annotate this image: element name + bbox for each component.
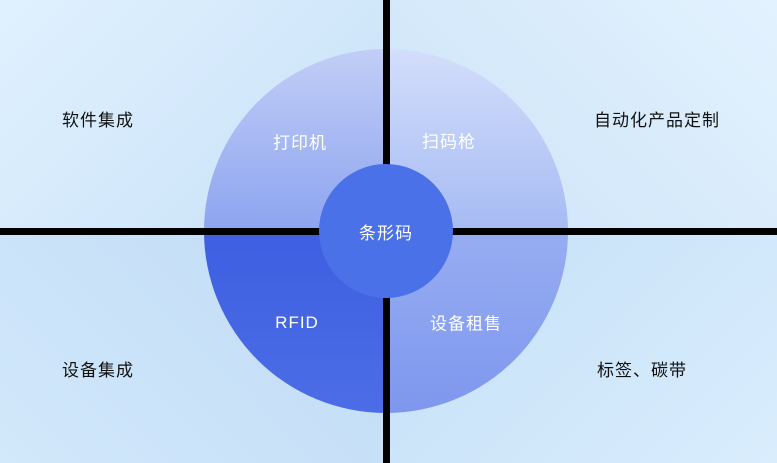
ring-label-rental: 设备租售 (430, 314, 502, 334)
center-circle: 条形码 (319, 164, 453, 298)
corner-label-software-integration: 软件集成 (62, 111, 134, 130)
ring-label-printer: 打印机 (273, 133, 327, 153)
ring-circle (204, 49, 568, 413)
center-label: 条形码 (359, 223, 413, 243)
ring-label-scanner: 扫码枪 (422, 132, 476, 152)
corner-label-automation-customization: 自动化产品定制 (594, 111, 720, 130)
ring-label-rfid: RFID (275, 313, 319, 332)
corner-label-labels-ribbons: 标签、碳带 (597, 361, 687, 380)
corner-label-equipment-integration: 设备集成 (62, 361, 134, 380)
